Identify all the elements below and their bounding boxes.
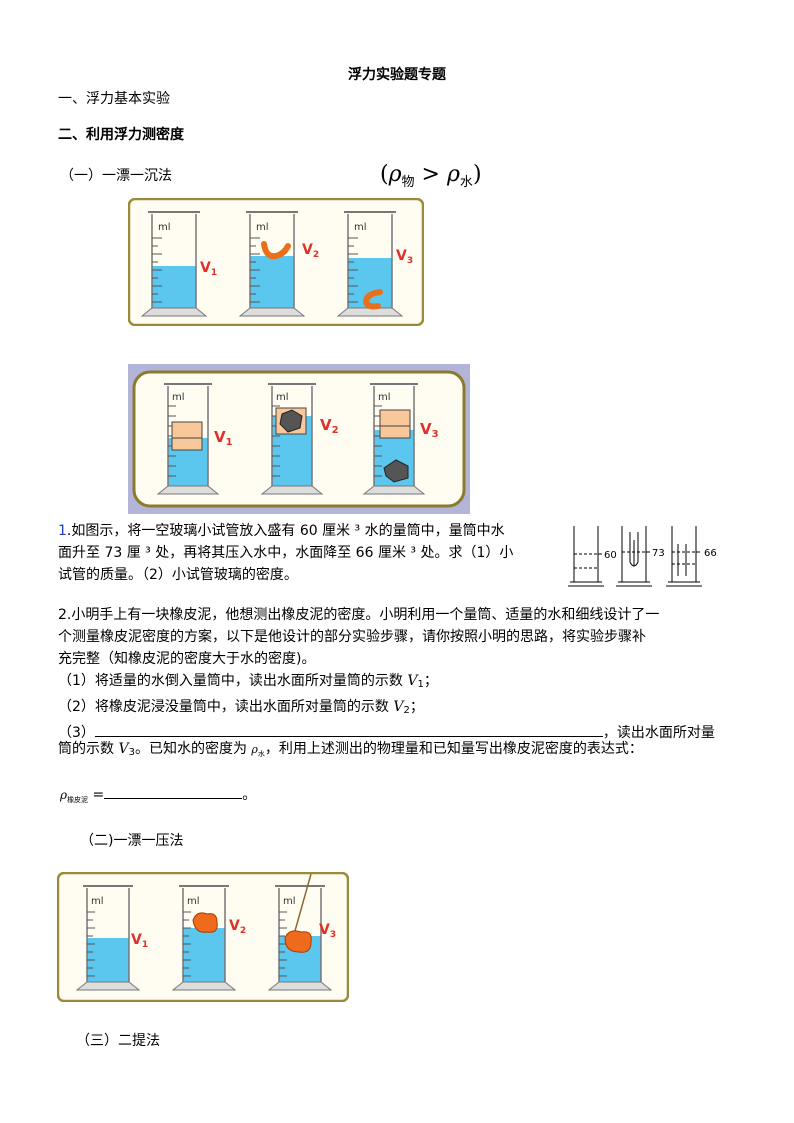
ml-label-b2: ml (276, 392, 289, 403)
question-1-number: 1 (58, 523, 67, 539)
v3-label-c: V3 (319, 922, 336, 940)
ml-label-3: ml (354, 222, 367, 233)
press-cylinder-3: ml V3 (267, 873, 336, 991)
ml-label-c3: ml (283, 896, 296, 907)
formula-rparen: ) (472, 162, 482, 187)
cylinder-2: ml V2 (238, 211, 319, 317)
plasticine-boat (261, 241, 291, 260)
question-2-line-3: 充完整（知橡皮泥的密度大于水的密度)。 (58, 651, 316, 667)
formula-sub-obj: 物 (401, 175, 415, 190)
method-heading-3: （三）二提法 (76, 1033, 160, 1049)
v1-label-b: V1 (214, 428, 233, 448)
formula-rho-2: ρ (446, 162, 460, 187)
v2-label-c: V2 (229, 918, 246, 936)
v1-label-c: V1 (131, 932, 148, 950)
cylinder-3: ml V3 (336, 211, 413, 317)
v2-label: V2 (302, 242, 319, 260)
answer-expression: ρ橡皮泥 =。 (60, 784, 256, 811)
formula-gt: > (421, 162, 440, 187)
figure-float-sink-beaker: ml V1 ml V2 ml V3 (128, 364, 470, 514)
question-1-line-1: 1.如图示，将一空玻璃小试管放入盛有 60 厘米 ³ 水的量筒中，量筒中水 (58, 523, 505, 539)
v2-label-b: V2 (320, 416, 339, 436)
v3-label-b: V3 (420, 420, 439, 440)
beaker-cylinder-1: ml V1 (156, 383, 233, 495)
tube-reading-3: 66 (704, 548, 717, 559)
figure-float-sink-cylinders: ml V1 ml V2 ml V3 (128, 198, 424, 326)
figure-float-press-cylinders: ml V1 ml V2 ml V3 (57, 872, 349, 1002)
question-1-line-2: 面升至 73 厘 ³ 处，再将其压入水中，水面降至 66 厘米 ³ 处。求（1）… (58, 545, 514, 561)
ml-label-2: ml (256, 222, 269, 233)
ml-label-b3: ml (378, 392, 391, 403)
method-heading-2: （二)一漂一压法 (80, 833, 184, 849)
question-1-line-3: 试管的质量。（2）小试管玻璃的密度。 (58, 567, 298, 583)
section-heading-1: 一、浮力基本实验 (58, 91, 170, 107)
plasticine-pressed (284, 930, 312, 953)
question-2-step-3: （3），读出水面所对量 (58, 722, 715, 744)
page-title: 浮力实验题专题 (348, 67, 446, 83)
press-needle (292, 873, 312, 939)
cylinder-1: ml V1 (140, 211, 217, 317)
press-cylinder-1: ml V1 (75, 885, 148, 991)
ml-label-c2: ml (187, 896, 200, 907)
question-1: 1.如图示，将一空玻璃小试管放入盛有 60 厘米 ³ 水的量筒中，量筒中水 面升… (58, 520, 513, 586)
ml-label-b1: ml (172, 392, 185, 403)
beaker-cylinder-3: ml V3 (362, 383, 439, 495)
question-2-step-2: （2）将橡皮泥浸没量筒中，读出水面所对量筒的示数 V2； (58, 699, 424, 716)
section-heading-2: 二、利用浮力测密度 (58, 127, 184, 143)
ml-label-1: ml (158, 222, 171, 233)
step-3-answer-blank[interactable] (94, 722, 603, 737)
formula-rho-1: ρ (388, 162, 402, 187)
plasticine-floating (192, 912, 218, 933)
plasticine-sunk (362, 289, 383, 310)
formula-lparen: ( (380, 162, 389, 187)
question-2-line-v3: 筒的示数 V3。已知水的密度为 ρ水，利用上述测出的物理量和已知量写出橡皮泥密度… (58, 741, 643, 758)
tube-reading-2: 73 (652, 548, 665, 559)
method-heading-1: （一）一漂一沉法 (60, 168, 172, 184)
density-condition-formula: (ρ物 > ρ水) (380, 162, 482, 190)
ml-label-c1: ml (91, 896, 104, 907)
question-2: 2.小明手上有一块橡皮泥，他想测出橡皮泥的密度。小明利用一个量筒、适量的水和细线… (58, 604, 715, 744)
tube-reading-1: 60 (604, 550, 617, 561)
press-cylinder-2: ml V2 (171, 885, 246, 991)
v1-label: V1 (200, 260, 217, 278)
formula-sub-water: 水 (459, 175, 473, 190)
density-expression-blank[interactable] (104, 784, 243, 799)
figure-test-tube-readings: 60 73 66 (568, 526, 717, 587)
beaker-cylinder-2: ml V2 (260, 383, 339, 495)
question-2-step-1: （1）将适量的水倒入量筒中，读出水面所对量筒的示数 V1； (58, 673, 438, 690)
question-2-line-2: 个测量橡皮泥密度的方案，以下是他设计的部分实验步骤，请你按照小明的思路，将实验步… (58, 629, 646, 645)
v3-label: V3 (396, 248, 413, 266)
question-2-line-1: 2.小明手上有一块橡皮泥，他想测出橡皮泥的密度。小明利用一个量筒、适量的水和细线… (58, 607, 660, 623)
